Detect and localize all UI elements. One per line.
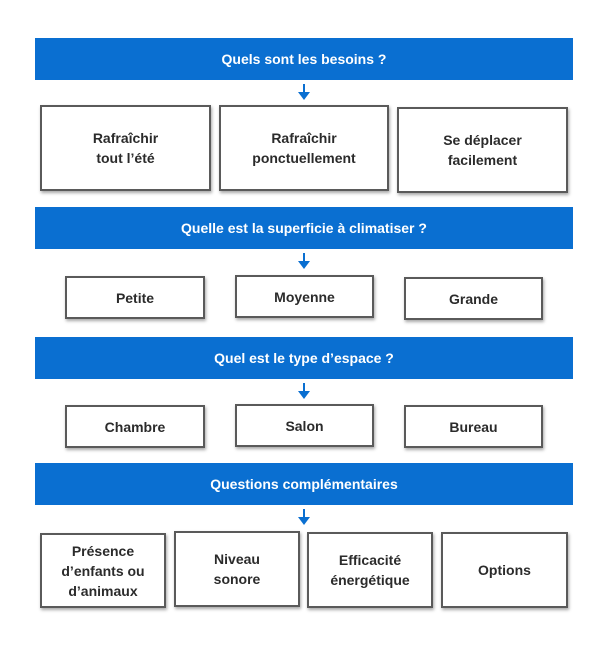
section-3-title: Quel est le type d’espace ? <box>214 350 394 366</box>
section-4-title: Questions complémentaires <box>210 476 398 492</box>
down-arrow-icon <box>298 383 310 399</box>
down-arrow-icon <box>298 253 310 269</box>
down-arrow-icon <box>298 84 310 100</box>
option-se-deplacer-facilement: Se déplacer facilement <box>397 107 568 193</box>
section-2-title: Quelle est la superficie à climatiser ? <box>181 220 427 236</box>
option-moyenne: Moyenne <box>235 275 374 318</box>
section-3-banner: Quel est le type d’espace ? <box>35 337 573 379</box>
option-niveau-sonore: Niveau sonore <box>174 531 300 607</box>
option-options: Options <box>441 532 568 608</box>
option-presence-enfants-animaux: Présence d’enfants ou d’animaux <box>40 533 166 608</box>
down-arrow-icon <box>298 509 310 525</box>
option-chambre: Chambre <box>65 405 205 448</box>
option-rafraichir-ponctuellement: Rafraîchir ponctuellement <box>219 105 389 191</box>
option-petite: Petite <box>65 276 205 319</box>
option-salon: Salon <box>235 404 374 447</box>
section-1-banner: Quels sont les besoins ? <box>35 38 573 80</box>
section-1-title: Quels sont les besoins ? <box>221 51 387 67</box>
option-bureau: Bureau <box>404 405 543 448</box>
option-efficacite-energetique: Efficacité énergétique <box>307 532 433 608</box>
section-4-banner: Questions complémentaires <box>35 463 573 505</box>
option-rafraichir-tout-lete: Rafraîchir tout l’été <box>40 105 211 191</box>
section-2-banner: Quelle est la superficie à climatiser ? <box>35 207 573 249</box>
option-grande: Grande <box>404 277 543 320</box>
